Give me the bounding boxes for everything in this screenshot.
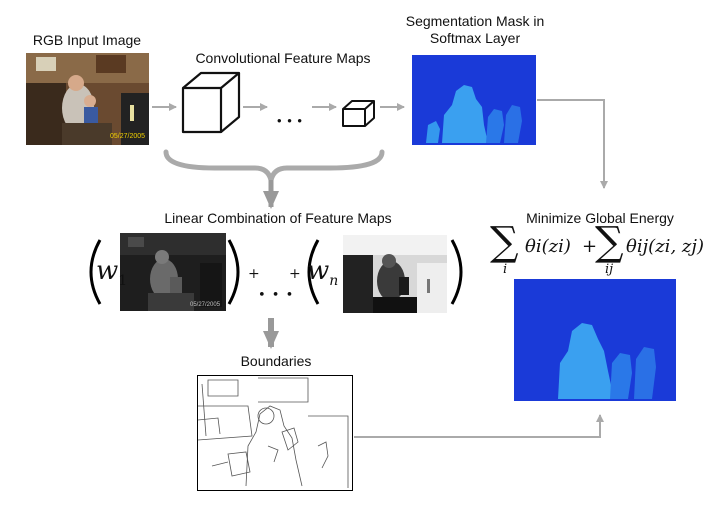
sum-symbol-1: ∑: [490, 219, 519, 265]
rgb-input-label: RGB Input Image: [32, 32, 142, 48]
weight-w1: w1: [96, 256, 127, 289]
boundaries-label: Boundaries: [240, 353, 312, 369]
final-segmentation-image: [514, 279, 676, 401]
sum-2-sub: ij: [605, 262, 614, 277]
feature-map-1-image: 05/27/2005: [120, 233, 226, 311]
segmentation-mask-image: [412, 55, 536, 145]
minimize-energy-label: Minimize Global Energy: [526, 210, 674, 226]
right-paren-2: [450, 239, 463, 305]
large-cube-icon: [181, 71, 241, 134]
arrow-mask-to-energy: [537, 99, 608, 189]
small-cube-icon: [342, 100, 375, 127]
w1-sub: 1: [118, 273, 128, 290]
energy-plus: +: [582, 236, 598, 257]
wn-sub: n: [329, 273, 339, 290]
w1-var: w: [96, 256, 119, 286]
unary-term: θi(zi): [525, 236, 571, 257]
pairwise-term: θij(zi, zj): [626, 236, 704, 257]
segmentation-mask-label: Segmentation Mask in Softmax Layer: [380, 13, 570, 47]
wn-var: w: [307, 256, 330, 286]
boundaries-image: [197, 375, 353, 491]
segmentation-mask-label-text: Segmentation Mask in Softmax Layer: [405, 13, 545, 46]
feature-map-n-image: [343, 235, 447, 313]
rgb-input-image: 05/27/2005: [26, 53, 149, 145]
arrow-boundaries-to-energy: [354, 414, 604, 438]
weight-wn: wn: [307, 256, 338, 289]
plus-2: +: [289, 266, 301, 282]
sum-1-sub: i: [503, 262, 508, 277]
feature-map-1-timestamp: 05/27/2005: [190, 302, 221, 308]
right-paren-1: [227, 239, 240, 305]
sum-symbol-2: ∑: [595, 219, 624, 265]
left-paren-1: [89, 239, 102, 305]
linear-combination-label: Linear Combination of Feature Maps: [164, 210, 392, 226]
rgb-timestamp: 05/27/2005: [110, 133, 145, 140]
conv-ellipsis: • • •: [277, 113, 303, 128]
plus-1: +: [248, 266, 260, 282]
conv-feature-maps-label: Convolutional Feature Maps: [195, 50, 371, 66]
left-paren-2: [307, 239, 320, 305]
brace-shape: [163, 149, 385, 183]
combination-ellipsis: • • •: [258, 288, 295, 303]
